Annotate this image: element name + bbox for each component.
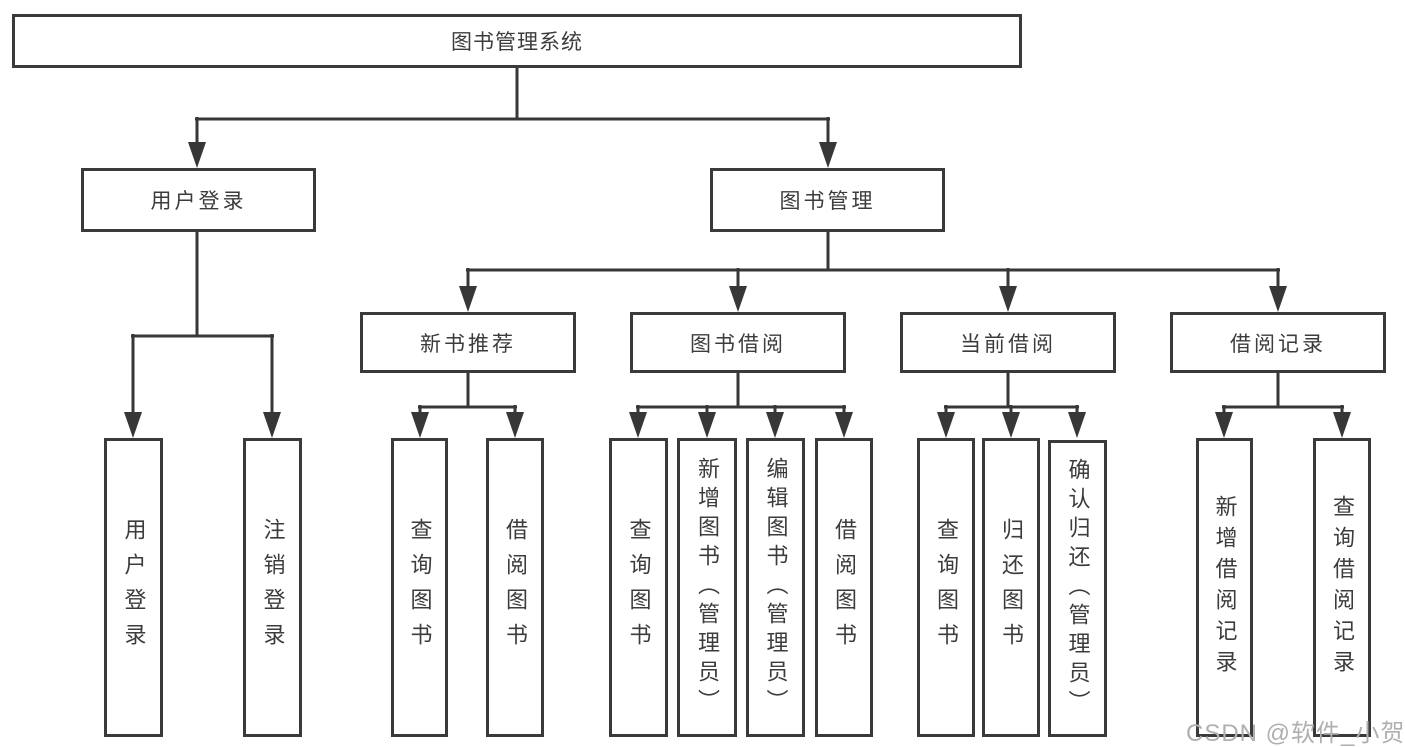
node-borrow-records: 借阅记录 bbox=[1170, 312, 1386, 373]
leaf-bb-borrow-books: 借阅图书 bbox=[815, 438, 873, 737]
connector-borrow-records-to-leaves bbox=[1215, 373, 1351, 438]
leaf-cb-confirm-return-admin-label: 确认归还（管理员） bbox=[1065, 458, 1091, 719]
leaf-nb-borrow-books-label: 借阅图书 bbox=[503, 517, 528, 658]
leaf-nb-query-books: 查询图书 bbox=[391, 438, 448, 737]
leaf-cb-return-books: 归还图书 bbox=[982, 438, 1040, 737]
node-book-borrow-label: 图书借阅 bbox=[690, 332, 786, 356]
leaf-bb-add-books-admin: 新增图书（管理员） bbox=[677, 438, 737, 737]
leaf-cb-query-books: 查询图书 bbox=[917, 438, 975, 737]
node-current-borrow-label: 当前借阅 bbox=[960, 332, 1056, 356]
node-root: 图书管理系统 bbox=[12, 14, 1022, 68]
connector-new-book-rec-to-leaves bbox=[411, 373, 524, 438]
leaf-user-login: 用户登录 bbox=[104, 438, 163, 737]
watermark: CSDN @软件_小贺同学 bbox=[1186, 720, 1405, 747]
node-user-login-label: 用户登录 bbox=[150, 190, 247, 213]
node-root-label: 图书管理系统 bbox=[451, 31, 583, 54]
connector-current-borrow-to-leaves bbox=[937, 373, 1086, 438]
leaf-br-add-record: 新增借阅记录 bbox=[1196, 438, 1253, 737]
leaf-bb-edit-books-admin: 编辑图书（管理员） bbox=[746, 438, 805, 737]
leaf-bb-query-books-label: 查询图书 bbox=[626, 517, 652, 658]
node-new-book-rec-label: 新书推荐 bbox=[420, 332, 516, 356]
node-book-mgmt-label: 图书管理 bbox=[779, 190, 876, 213]
leaf-bb-edit-books-admin-label: 编辑图书（管理员） bbox=[763, 457, 789, 718]
connector-user-login-to-leaves bbox=[124, 232, 281, 438]
connector-root-to-level2 bbox=[188, 68, 837, 168]
leaf-nb-query-books-label: 查询图书 bbox=[407, 517, 433, 658]
node-new-book-rec: 新书推荐 bbox=[360, 312, 576, 373]
connector-book-borrow-to-leaves bbox=[629, 373, 853, 438]
node-user-login: 用户登录 bbox=[81, 168, 316, 232]
leaf-cb-confirm-return-admin: 确认归还（管理员） bbox=[1048, 440, 1107, 737]
leaf-bb-borrow-books-label: 借阅图书 bbox=[832, 517, 857, 658]
leaf-cb-return-books-label: 归还图书 bbox=[999, 517, 1024, 658]
leaf-logout-label: 注销登录 bbox=[260, 517, 286, 658]
leaf-br-add-record-label: 新增借阅记录 bbox=[1212, 494, 1238, 681]
node-book-mgmt: 图书管理 bbox=[710, 168, 945, 232]
leaf-nb-borrow-books: 借阅图书 bbox=[486, 438, 544, 737]
leaf-br-query-record-label: 查询借阅记录 bbox=[1330, 494, 1355, 681]
leaf-user-login-label: 用户登录 bbox=[121, 517, 147, 658]
leaf-br-query-record: 查询借阅记录 bbox=[1313, 438, 1371, 737]
leaf-logout: 注销登录 bbox=[243, 438, 302, 737]
connector-book-mgmt-to-level3 bbox=[459, 232, 1287, 312]
leaf-bb-query-books: 查询图书 bbox=[609, 438, 668, 737]
node-borrow-records-label: 借阅记录 bbox=[1230, 332, 1326, 356]
leaf-cb-query-books-label: 查询图书 bbox=[934, 517, 959, 658]
leaf-bb-add-books-admin-label: 新增图书（管理员） bbox=[695, 457, 720, 718]
node-book-borrow: 图书借阅 bbox=[630, 312, 846, 373]
node-current-borrow: 当前借阅 bbox=[900, 312, 1116, 373]
